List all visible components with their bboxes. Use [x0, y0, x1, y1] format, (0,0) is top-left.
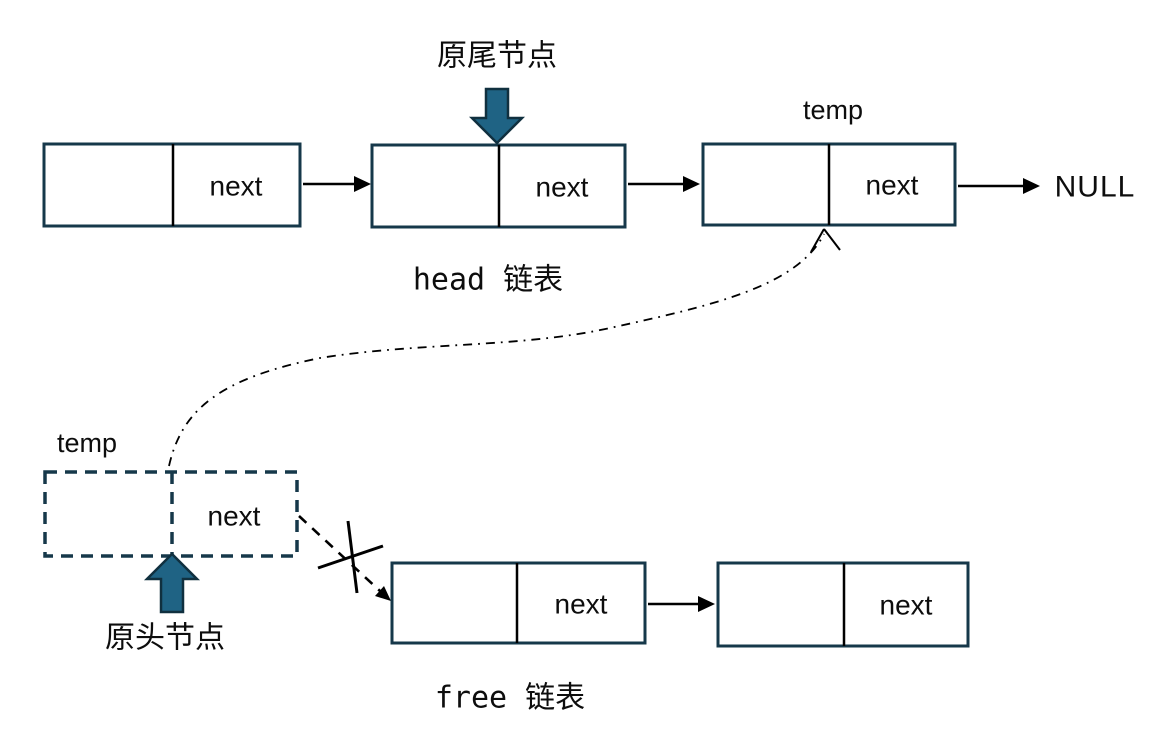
head-node-2-next-label: next — [536, 172, 589, 203]
free-node-1-box — [390, 561, 647, 645]
head-node-2: next — [370, 143, 627, 229]
arrow-head1-to-head2 — [303, 176, 371, 192]
arrowhead-icon — [354, 176, 371, 192]
curve-temp-next-to-tail — [168, 228, 841, 467]
free-node-1-next-label: next — [555, 589, 608, 620]
blue-up-arrow-icon — [143, 552, 201, 614]
arrow-head2-to-head3 — [628, 176, 700, 192]
free-node-2: next — [716, 561, 970, 648]
arrow-head3-to-null — [958, 178, 1040, 194]
temp-node-dashed: next — [43, 470, 299, 558]
original-head-label: 原头节点 — [105, 622, 225, 655]
head-node-3-next-label: next — [866, 170, 919, 201]
cross-out-stroke-2 — [317, 544, 384, 570]
arrow-free1-to-free2 — [648, 596, 715, 612]
temp-node-next-label: next — [208, 501, 261, 532]
free-node-2-next-label: next — [880, 590, 933, 621]
free-node-1: next — [390, 561, 647, 645]
temp-label-bottom: temp — [57, 428, 117, 458]
arrowhead-icon — [1023, 178, 1040, 194]
null-label: NULL — [1055, 171, 1136, 204]
head-node-3: next — [701, 142, 957, 227]
arrowhead-icon — [683, 176, 700, 192]
arrowhead-icon — [375, 586, 391, 601]
open-arrowhead-icon — [810, 228, 841, 253]
original-tail-label: 原尾节点 — [437, 40, 557, 73]
head-node-1: next — [42, 142, 302, 228]
blue-down-arrow-icon — [468, 87, 526, 145]
head-node-1-next-label: next — [210, 171, 263, 202]
free-list-caption: free 链表 — [435, 681, 585, 716]
arrowhead-icon — [698, 596, 715, 612]
head-list-caption: head 链表 — [413, 263, 563, 298]
temp-label-top: temp — [803, 95, 863, 125]
dashed-arrow-crossed-out — [298, 515, 391, 601]
